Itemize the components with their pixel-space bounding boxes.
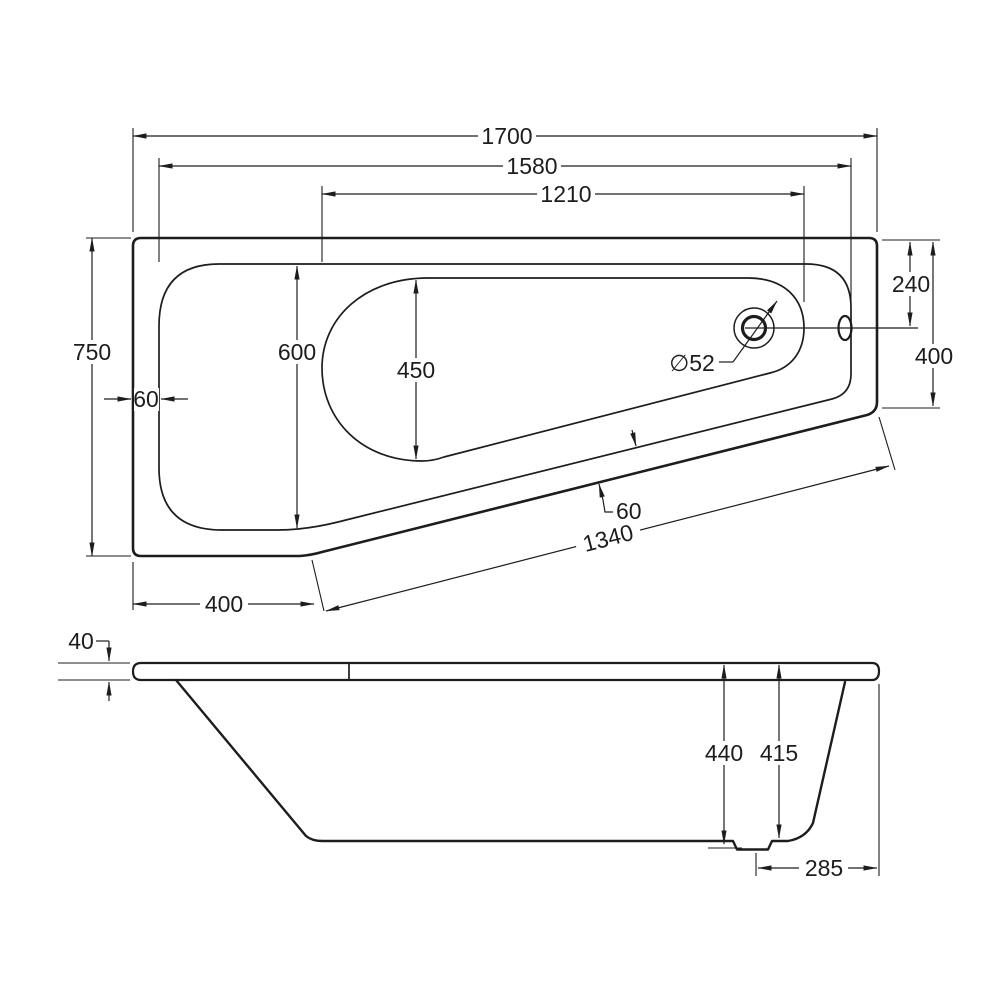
dim-label-rim-inner-length: 1580	[506, 153, 557, 179]
label-bg	[909, 344, 958, 368]
dim-label-rim-thickness-left: 60	[133, 386, 159, 412]
dim-label-tap-end-width: 400	[915, 343, 953, 369]
dim-label-diagonal-edge-length: 1340	[580, 519, 636, 557]
dim-rim-thickness: 40	[58, 628, 130, 701]
dim-label-waste-diameter: ∅52	[669, 350, 715, 376]
dim-label-foot-end-length: 400	[205, 591, 243, 617]
dim-waste-to-end: 285	[755, 684, 880, 881]
label-bg	[886, 272, 935, 296]
side-rim-slab	[131, 661, 881, 682]
dim-overall-width: 750	[69, 237, 131, 557]
dim-label-waste-to-end: 285	[805, 855, 843, 881]
dim-rim-thickness-diagonal: 60	[598, 429, 642, 524]
side-elevation-view: 40 440 415 285	[58, 628, 881, 881]
label-bg	[537, 182, 595, 206]
plan-bathing-well-outline	[321, 277, 805, 462]
label-bg	[200, 592, 248, 616]
dim-label-waste-centre-from-top: 240	[892, 271, 930, 297]
dim-label-well-width: 450	[397, 357, 435, 383]
plan-outer-outline	[131, 236, 879, 558]
dim-rim-inner-width: 600	[273, 265, 321, 529]
dim-diagonal-edge-length: 1340	[325, 416, 896, 612]
label-bg	[503, 154, 561, 178]
dim-label-overall-width: 750	[73, 339, 111, 365]
label-bg	[69, 340, 116, 364]
label-bg	[666, 350, 718, 374]
extension-line	[878, 416, 896, 471]
side-tub-profile	[174, 678, 847, 851]
dim-label-rim-thickness-diagonal: 60	[616, 498, 642, 524]
dim-overall-length: 1700	[132, 123, 878, 232]
label-bg	[478, 124, 536, 148]
label-bg	[134, 388, 159, 411]
dimension-arrow	[630, 429, 637, 447]
dim-label-overall-height: 440	[705, 740, 743, 766]
dim-overall-height: 440	[700, 664, 749, 849]
label-bg	[273, 340, 321, 364]
dim-tap-end-width: 400	[882, 241, 958, 409]
extension-line	[311, 559, 325, 612]
dim-well-length: 1210	[321, 181, 805, 302]
label-bg	[392, 358, 440, 382]
label-bg	[799, 856, 848, 880]
dim-label-internal-height: 415	[760, 740, 798, 766]
plan-view: ∅52 1700 1580 1210	[69, 123, 958, 617]
dim-well-width: 450	[392, 279, 440, 460]
dim-waste-centre-from-top: 240	[882, 239, 940, 327]
dim-rim-thickness-left: 60	[104, 386, 188, 412]
dimension-arrow	[598, 483, 605, 501]
label-bg	[614, 501, 642, 523]
dim-label-overall-length: 1700	[481, 123, 532, 149]
waste-leader-line	[732, 300, 778, 363]
label-bg	[755, 741, 804, 765]
dim-label-well-length: 1210	[540, 181, 591, 207]
plan-inner-rim-line	[158, 263, 852, 531]
dim-label-rim-inner-width: 600	[278, 339, 316, 365]
dim-internal-height: 415	[755, 664, 804, 839]
dim-foot-end-length: 400	[132, 559, 325, 617]
dim-rim-inner-length: 1580	[158, 153, 852, 302]
leader-elbow	[602, 499, 613, 513]
dim-label-rim-thickness: 40	[68, 628, 94, 654]
label-bg	[573, 518, 643, 558]
label-bg	[700, 741, 749, 765]
